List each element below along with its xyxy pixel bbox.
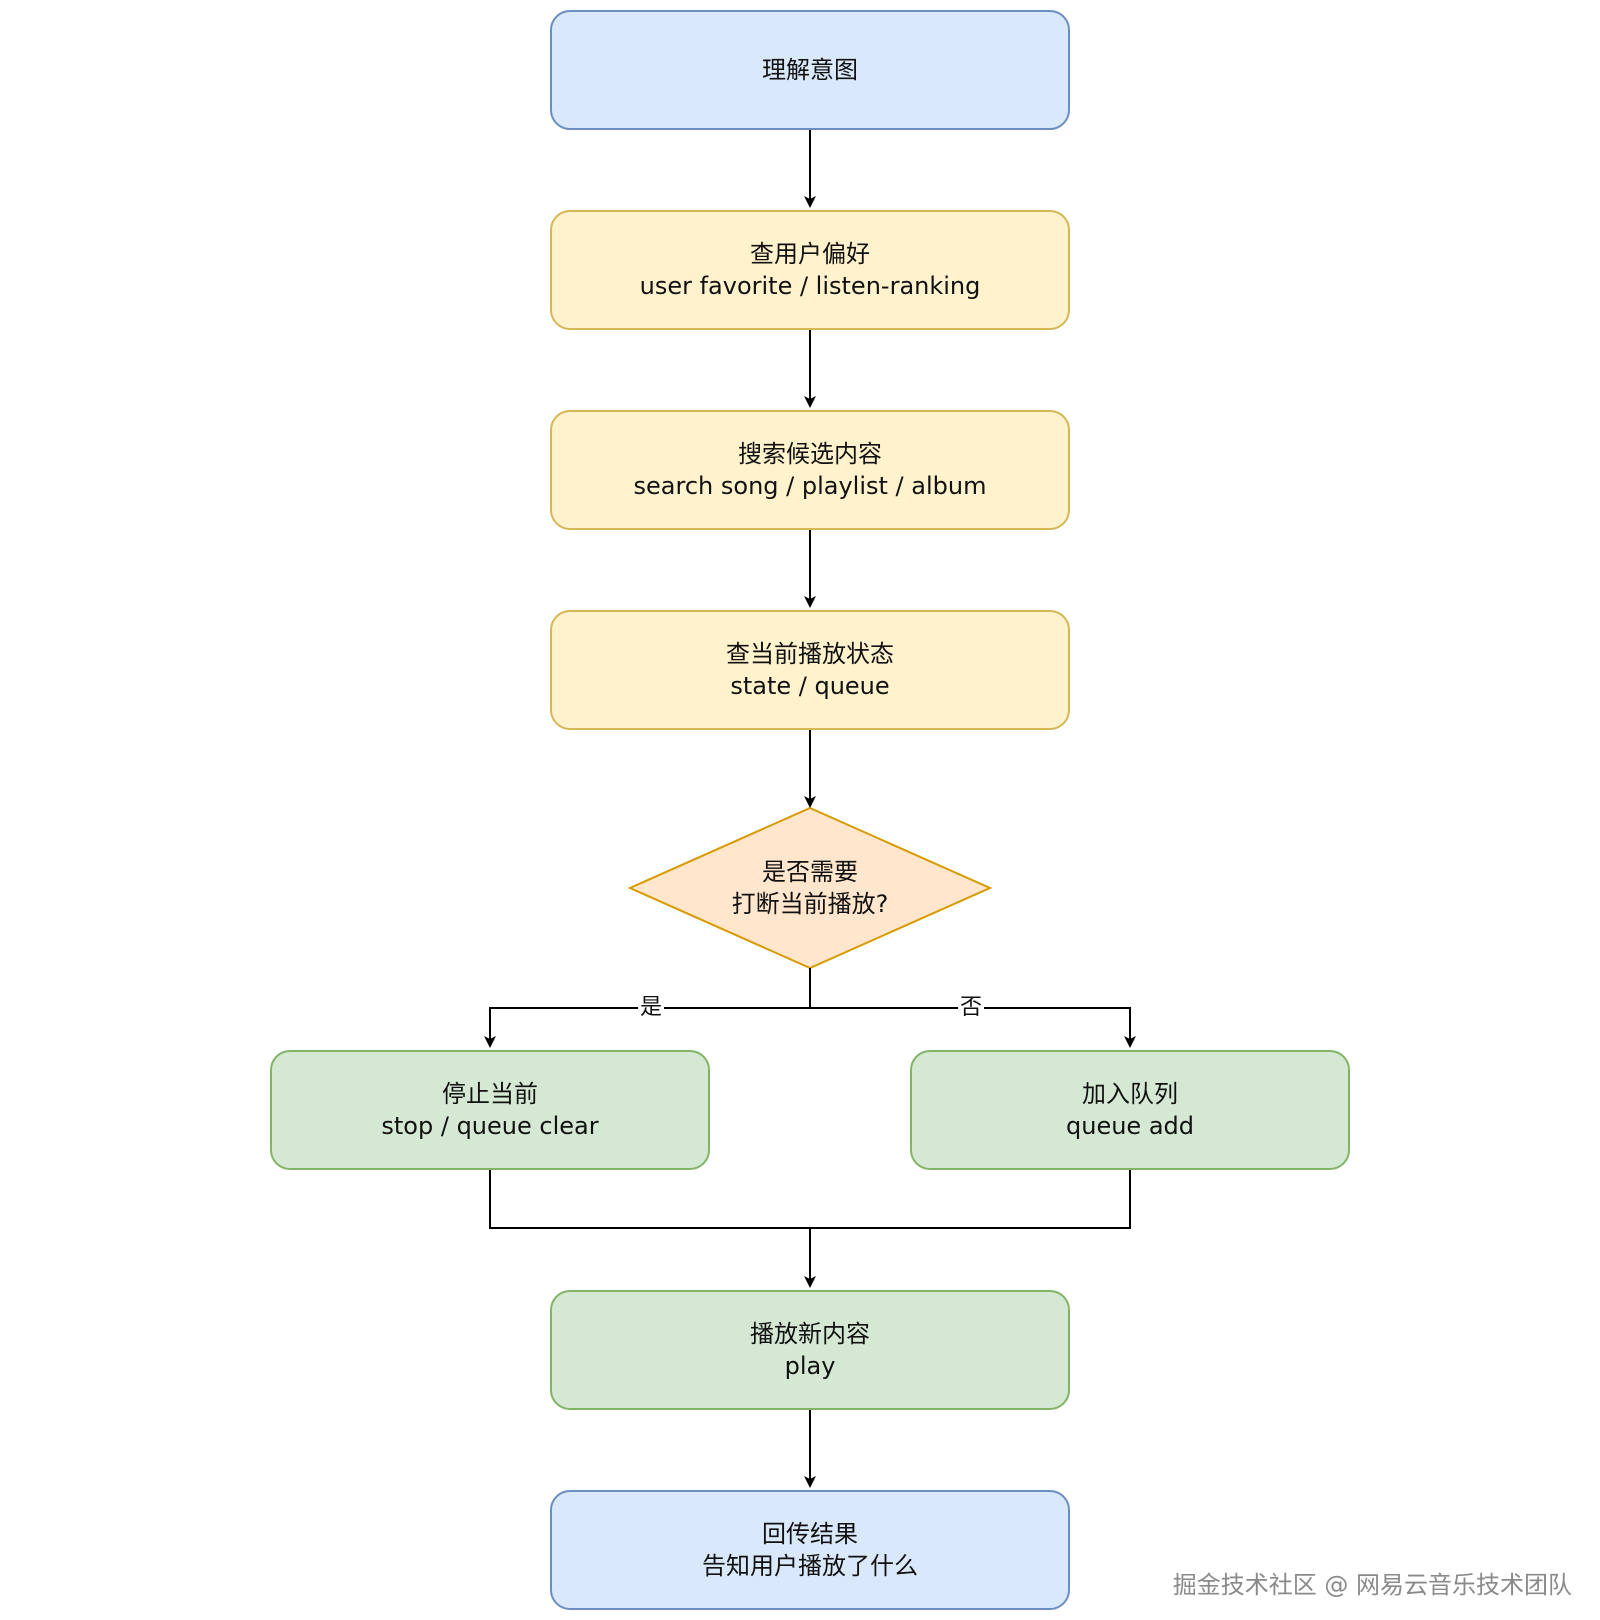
edge-stop-to-merge: [489, 1168, 810, 1229]
node-return-result: 回传结果 告知用户播放了什么: [550, 1490, 1070, 1610]
node-query-play-state-detail: state / queue: [730, 672, 890, 700]
node-add-to-queue-title: 加入队列: [1082, 1080, 1178, 1108]
node-search-candidates: 搜索候选内容 search song / playlist / album: [550, 410, 1070, 530]
node-stop-current: 停止当前 stop / queue clear: [270, 1050, 710, 1170]
watermark: 掘金技术社区 @ 网易云音乐技术团队: [1172, 1571, 1572, 1599]
node-play-new-content-detail: play: [784, 1352, 836, 1380]
decision-label: 是否需要 打断当前播放?: [630, 850, 990, 926]
node-stop-current-title: 停止当前: [442, 1080, 538, 1108]
decision-label-line1: 是否需要: [762, 858, 858, 886]
edge-decision-no: [810, 1007, 1136, 1048]
node-return-result-detail: 告知用户播放了什么: [702, 1552, 918, 1580]
node-query-play-state-title: 查当前播放状态: [726, 640, 894, 668]
decision-label-line2: 打断当前播放?: [731, 890, 889, 918]
node-search-candidates-title: 搜索候选内容: [738, 440, 882, 468]
node-understand-intent-label: 理解意图: [762, 56, 858, 84]
node-query-preference-title: 查用户偏好: [750, 240, 870, 268]
node-understand-intent: 理解意图: [550, 10, 1070, 130]
node-search-candidates-detail: search song / playlist / album: [633, 472, 987, 500]
node-play-new-content-title: 播放新内容: [750, 1320, 870, 1348]
edge-label-no: 否: [958, 995, 985, 1021]
node-query-preference-detail: user favorite / listen-ranking: [639, 272, 981, 300]
edge-label-yes: 是: [638, 995, 665, 1021]
node-play-new-content: 播放新内容 play: [550, 1290, 1070, 1410]
edge-enqueue-to-merge: [810, 1168, 1131, 1229]
node-add-to-queue-detail: queue add: [1066, 1112, 1194, 1140]
node-stop-current-detail: stop / queue clear: [381, 1112, 599, 1140]
node-add-to-queue: 加入队列 queue add: [910, 1050, 1350, 1170]
node-return-result-title: 回传结果: [762, 1520, 858, 1548]
node-query-play-state: 查当前播放状态 state / queue: [550, 610, 1070, 730]
node-query-preference: 查用户偏好 user favorite / listen-ranking: [550, 210, 1070, 330]
